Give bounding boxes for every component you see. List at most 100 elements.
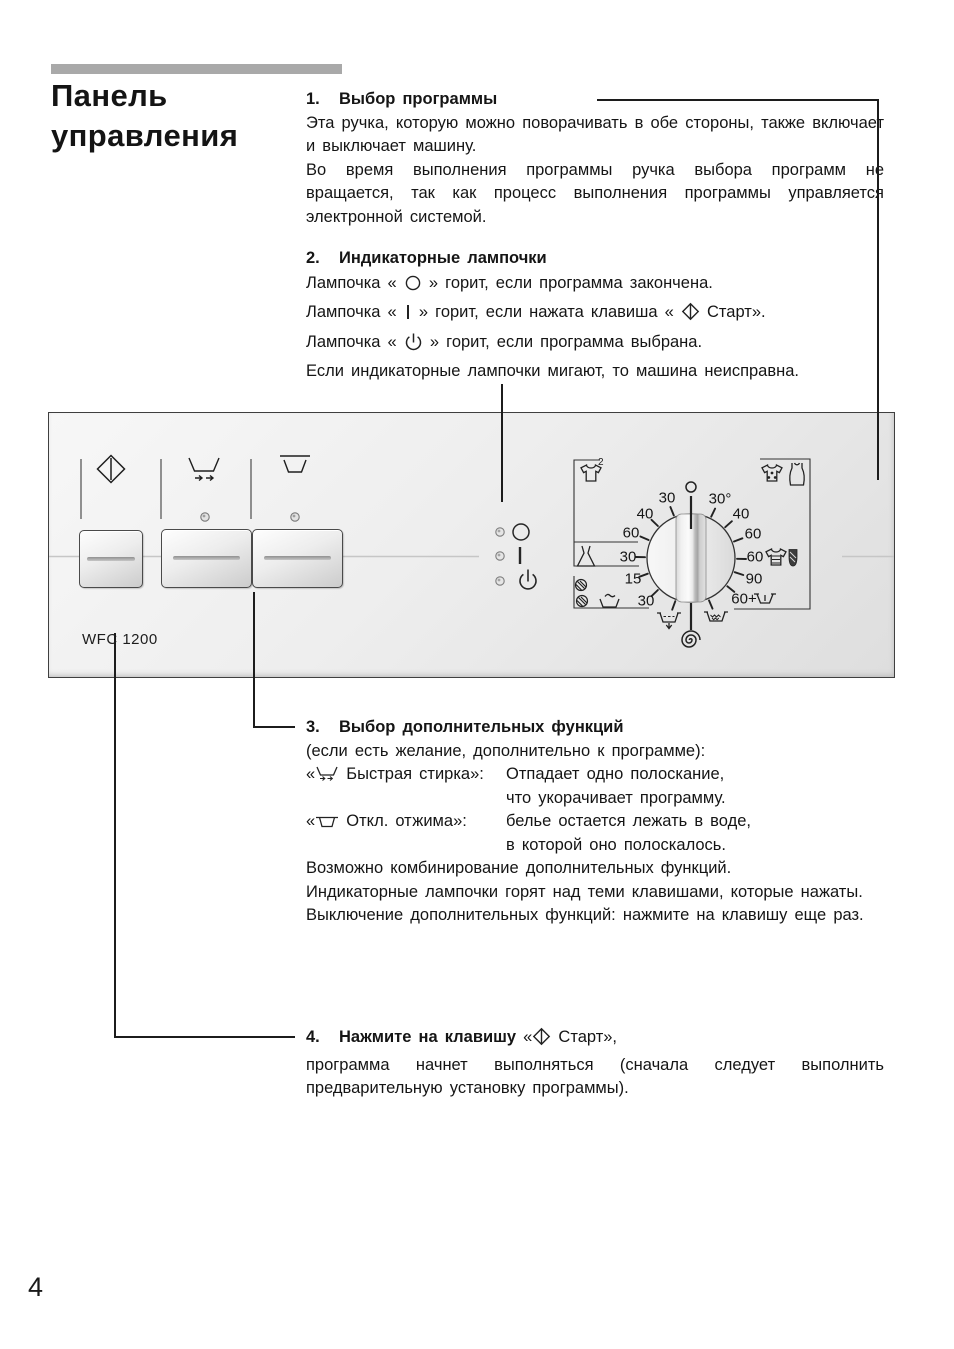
easy-care-icon xyxy=(761,464,783,482)
hand-wash-icon xyxy=(599,593,620,608)
prewash-tub-icon xyxy=(754,593,776,604)
section3-heading: 3. Выбор дополнительных функций xyxy=(306,716,884,740)
section4-body: программа начнет выполняться (сначала сл… xyxy=(306,1055,884,1098)
spin-off-desc-line2: в которой оно полоскалось. xyxy=(506,835,726,854)
lamp-end-symbol xyxy=(512,523,530,541)
lamp-blink-line: Если индикаторные лампочки мигают, то ма… xyxy=(306,362,800,380)
section1-number: 1. xyxy=(306,90,320,108)
lamp-run-mid: » горит, если нажата клавиша « xyxy=(418,303,674,321)
quick-wash-term-pre: « xyxy=(306,765,316,783)
lamp-selected-line: Лампочка « » горит, если программа выбра… xyxy=(306,330,884,360)
section1-heading: 1. Выбор программы xyxy=(306,88,884,112)
section4-post: Старт», xyxy=(558,1028,618,1046)
quick-wash-description: Отпадает одно полоскание, что укорачивае… xyxy=(506,763,884,810)
start-button-icon xyxy=(96,454,126,484)
spin-off-desc-line1: белье остается лежать в воде, xyxy=(506,812,751,830)
lamp-end-post: » горит, если программа закончена. xyxy=(428,273,713,292)
section3-paragraph1: Возможно комбинирование дополнительных ф… xyxy=(306,859,732,877)
intensive-icon xyxy=(788,549,798,567)
dial-label-30-mid-left: 30 xyxy=(619,548,637,566)
dial-label-40-left: 40 xyxy=(636,505,654,523)
lamp-power-symbol xyxy=(519,569,537,590)
section3-number: 3. xyxy=(306,718,320,736)
section4-heading: 4.Нажмите на клавишу « Старт», xyxy=(306,1026,884,1054)
dial-label-30deg: 30° xyxy=(708,490,732,508)
section2-heading: 2.Индикаторные лампочки xyxy=(306,247,884,271)
dial-off-position-icon xyxy=(685,481,697,493)
lamp-sel-pre: Лампочка « xyxy=(306,332,397,351)
spin-off-button xyxy=(252,529,343,588)
connector-3-vertical xyxy=(253,592,255,727)
quick-wash-desc-line1: Отпадает одно полоскание, xyxy=(506,765,725,783)
delicates-icon xyxy=(789,462,805,486)
dial-label-60-right: 60 xyxy=(744,525,762,543)
lamp-run-post: Старт». xyxy=(706,303,766,321)
connector-1-vertical xyxy=(877,99,879,480)
spin-icon xyxy=(681,630,701,648)
section4-title: Нажмите на клавишу xyxy=(339,1028,517,1046)
run-lamp-bar-icon xyxy=(404,303,412,330)
quick-wash-icon xyxy=(188,457,220,482)
section-accent-bar xyxy=(51,64,342,74)
section1-title: Выбор программы xyxy=(339,90,498,108)
quick-wash-term: « Быстрая стирка»: xyxy=(306,763,506,810)
section3-intro: (если есть желание, дополнительно к прог… xyxy=(306,741,706,760)
lamp-run-pre: Лампочка « xyxy=(306,303,397,321)
connector-1-horizontal xyxy=(597,99,878,101)
program-group-brackets xyxy=(573,458,811,610)
text-sections-1-2: 1. Выбор программы Эта ручка, которую мож… xyxy=(306,88,884,385)
start-key-icon xyxy=(681,302,700,330)
page-title-line2: управления xyxy=(51,118,239,153)
end-lamp-circle-icon xyxy=(404,274,422,301)
quick-wash-button xyxy=(161,529,252,588)
spin-off-led xyxy=(290,512,300,522)
lamp-end-pre: Лампочка « xyxy=(306,273,397,292)
dial-label-30-bottom: 30 xyxy=(637,592,655,610)
page-number: 4 xyxy=(28,1272,44,1302)
dial-knob xyxy=(675,513,707,603)
section3-title: Выбор дополнительных функций xyxy=(339,718,624,736)
dress-icon xyxy=(576,545,596,567)
spin-off-inline-icon xyxy=(315,813,339,837)
drain-icon xyxy=(657,612,681,630)
shirt-60-icon xyxy=(765,548,787,566)
wool-icon xyxy=(574,578,589,608)
status-leds xyxy=(495,527,505,586)
button-separator-lines xyxy=(80,459,252,519)
start-key-icon xyxy=(532,1027,551,1054)
section4-pre: « xyxy=(523,1028,533,1046)
rinse-icon xyxy=(704,611,728,622)
connector-2-vertical xyxy=(501,384,503,502)
page-title: Панель управления xyxy=(51,76,238,156)
lamp-end-line: Лампочка « » горит, если программа закон… xyxy=(306,271,884,301)
section1-paragraph2: Во время выполнения программы ручка выбо… xyxy=(306,160,884,226)
spin-off-term-label: Откл. отжима»: xyxy=(346,812,467,830)
power-lamp-icon xyxy=(404,332,423,360)
section2-number: 2. xyxy=(306,249,320,267)
spin-off-description: белье остается лежать в воде, в которой … xyxy=(506,810,884,857)
dial-label-60-mid-right: 60 xyxy=(746,548,764,566)
spin-off-icon xyxy=(280,455,310,473)
start-button-groove xyxy=(87,556,135,561)
page-title-line1: Панель xyxy=(51,78,168,113)
quick-wash-desc-line2: что укорачивает программу. xyxy=(506,788,726,807)
text-section-3: 3. Выбор дополнительных функций (если ест… xyxy=(306,716,884,928)
text-section-4: 4.Нажмите на клавишу « Старт», программа… xyxy=(306,1026,884,1101)
section1-paragraph1: Эта ручка, которую можно поворачивать в … xyxy=(306,113,884,156)
spin-off-definition: « Откл. отжима»: белье остается лежать в… xyxy=(306,810,884,857)
section3-paragraph3: Выключение дополнительных функций: нажми… xyxy=(306,906,864,924)
connector-3-horizontal xyxy=(253,726,295,728)
dial-label-40-right: 40 xyxy=(732,505,750,523)
quick-wash-led xyxy=(200,512,210,522)
connector-4-horizontal xyxy=(114,1036,295,1038)
cottons-mark: 2 xyxy=(598,457,604,468)
spin-off-term-pre: « xyxy=(306,812,316,830)
dial-label-60plus: 60+ xyxy=(731,590,757,608)
lamp-sel-post: » горит, если программа выбрана. xyxy=(429,332,703,351)
dial-label-15: 15 xyxy=(624,570,642,588)
quick-wash-definition: « Быстрая стирка»: Отпадает одно полоска… xyxy=(306,763,884,810)
section3-paragraph2: Индикаторные лампочки горят над теми кла… xyxy=(306,882,863,901)
quick-wash-inline-icon xyxy=(315,765,339,790)
spin-off-term: « Откл. отжима»: xyxy=(306,810,506,857)
